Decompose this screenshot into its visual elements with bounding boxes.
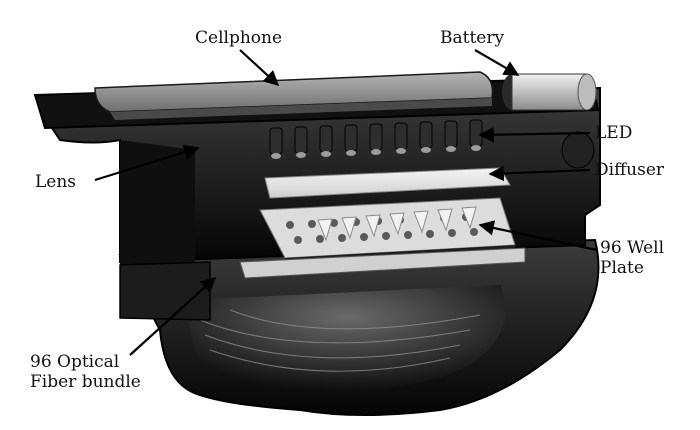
housing-left-wall <box>120 140 195 282</box>
battery <box>511 73 588 111</box>
well-tubes <box>317 206 477 242</box>
leader-lines <box>94 49 598 356</box>
side-knob <box>561 131 595 169</box>
plate-tray <box>239 247 526 279</box>
label-fiber-bundle: 96 Optical Fiber bundle <box>30 352 141 392</box>
label-well-plate: 96 Well Plate <box>600 238 664 278</box>
housing-lower-left <box>119 261 211 321</box>
label-well-plate-line2: Plate <box>600 258 644 278</box>
label-diffuser: Diffuser <box>595 160 665 180</box>
label-battery: Battery <box>440 28 505 48</box>
label-cellphone: Cellphone <box>195 28 283 48</box>
led-row <box>269 119 483 155</box>
label-well-plate-line1: 96 Well <box>600 238 665 258</box>
fiber-strands <box>199 309 481 372</box>
label-fiber-bundle-line2: Fiber bundle <box>30 372 141 392</box>
label-lens: Lens <box>35 172 77 192</box>
label-fiber-bundle-line1: 96 Optical <box>30 352 120 372</box>
label-led: LED <box>595 123 633 143</box>
diffuser <box>264 167 511 199</box>
